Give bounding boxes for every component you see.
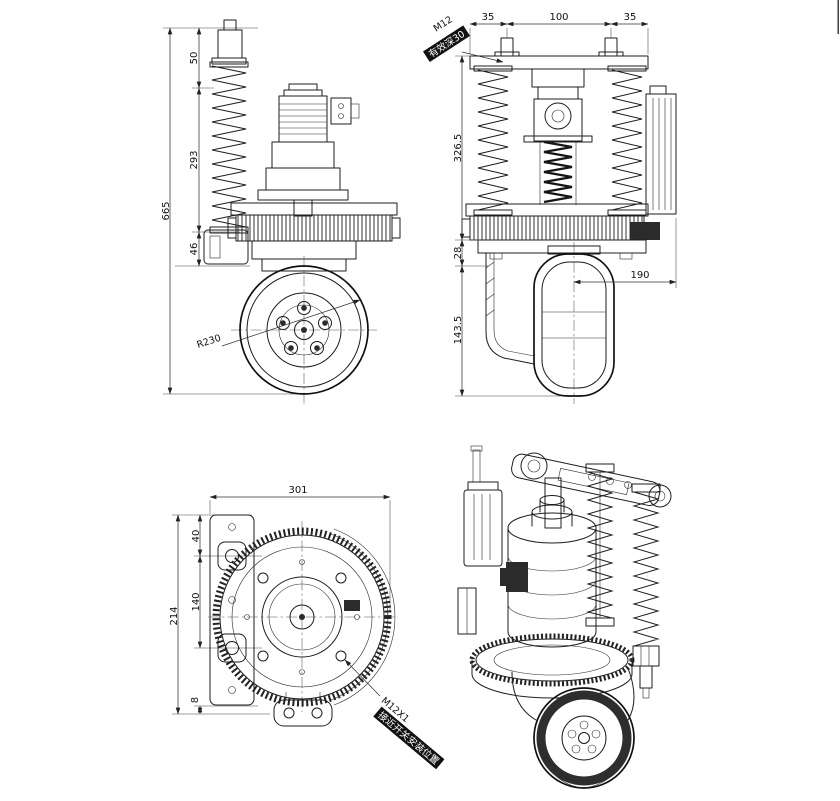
top-bracket-arc: [333, 528, 396, 706]
top-view: 301 214 40 140 8: [169, 485, 445, 770]
side-gear-band: [469, 215, 645, 241]
top-mounting-plate: [209, 514, 255, 706]
side-fork: [485, 252, 535, 365]
thread-label-m12: M12: [432, 14, 455, 34]
iso-adjuster-nut: [632, 645, 660, 699]
wheel-radius-leader: [221, 299, 361, 347]
front-view: 665 50 293 46: [161, 19, 401, 404]
front-left-bracket: [203, 229, 249, 265]
iso-terminal-box: [506, 562, 528, 592]
front-extension-lines: [163, 27, 308, 395]
front-encoder-box: [330, 97, 352, 125]
dim-label-bolt-spacing: 100: [549, 12, 568, 23]
wheel-radius-label: R230: [196, 333, 223, 351]
dim-label-cap-height: 50: [189, 52, 200, 65]
front-gear-band: [235, 214, 393, 242]
dim-label-side-width: 190: [630, 270, 649, 281]
front-motor: [257, 83, 360, 217]
side-center-column: [523, 68, 593, 205]
iso-gear-disc: [469, 633, 635, 699]
iso-wheel: [533, 687, 635, 789]
sheet-edge-line: [837, 0, 839, 34]
top-bottom-tab: [273, 692, 333, 727]
thread-depth-note: 有效深30: [427, 28, 468, 60]
dim-label-overall-width: 301: [288, 485, 307, 496]
side-pinion-block: [630, 222, 660, 240]
thread-depth-note-box: 有效深30: [422, 25, 471, 63]
iso-fork-right: [627, 667, 635, 721]
side-center-spring: [543, 140, 573, 204]
dim-label-lower-height: 143.5: [453, 316, 464, 345]
front-spring-coil: [211, 65, 247, 228]
dim-label-gear-height: 46: [189, 243, 200, 256]
dim-label-bolt-offset-right: 35: [624, 12, 637, 23]
front-top-plate: [230, 202, 398, 216]
isometric-view: [457, 445, 672, 789]
top-part-nameplate: [344, 600, 360, 611]
dim-label-plate-height: 214: [169, 606, 180, 625]
proximity-leader: [344, 659, 381, 697]
dim-label-plate-top-offset: 40: [191, 530, 202, 543]
thread-leader: [461, 51, 504, 63]
side-wheel: [533, 253, 615, 397]
dim-label-gear-band-height: 28: [453, 247, 464, 260]
iso-top-arm: [511, 453, 661, 507]
top-slewing-gear: [208, 521, 398, 712]
front-top-bolt: [223, 19, 237, 31]
side-right-spring: [611, 69, 643, 211]
dim-label-plate-bottom-offset: 8: [190, 697, 201, 703]
dim-label-bolt-offset-left: 35: [482, 12, 495, 23]
iso-fork-left: [511, 671, 537, 721]
iso-spring-right: [632, 491, 660, 647]
front-wheel: [231, 256, 377, 404]
dim-label-spring-height: 293: [189, 150, 200, 169]
side-view: 35 100 35 M12 有效深30: [422, 12, 677, 404]
side-top-plate: [469, 55, 649, 70]
dim-label-upper-height: 326.5: [453, 134, 464, 163]
iso-controller-box: [457, 481, 503, 635]
side-left-spring: [477, 69, 509, 211]
side-controller-box: [645, 85, 677, 215]
iso-motor: [500, 495, 597, 648]
dim-label-overall-height: 665: [161, 201, 172, 220]
dim-label-hole-spacing: 140: [191, 592, 202, 611]
iso-spring-left: [586, 471, 614, 619]
